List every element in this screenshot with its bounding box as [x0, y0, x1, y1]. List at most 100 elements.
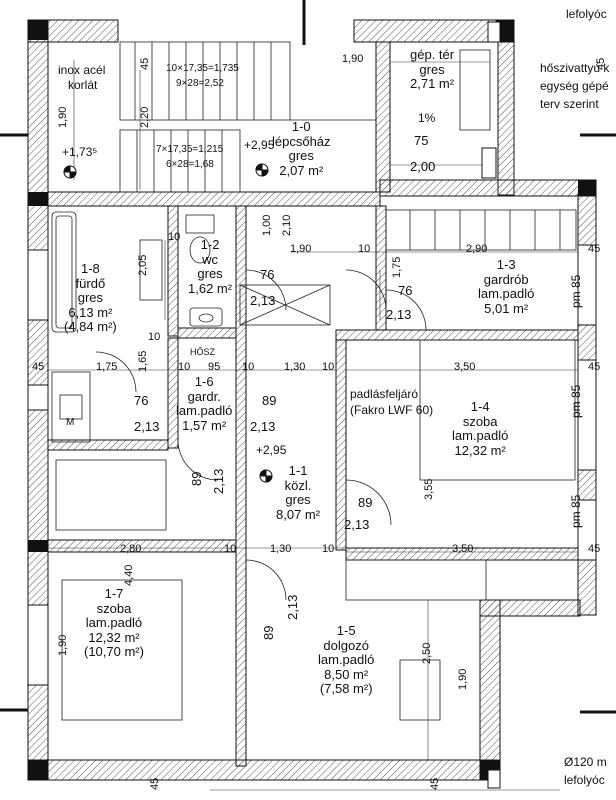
room-area: 12,32 m²	[454, 442, 506, 458]
room-gardr16-label: 1-6 gardr. lam.padló 1,57 m²	[176, 374, 232, 433]
dim-label: 1,30	[270, 543, 292, 555]
dim-label: 1,00	[261, 214, 273, 236]
room-name: lépcsőház	[272, 133, 331, 149]
dim-label: 75	[414, 133, 429, 148]
axis-marks	[0, 0, 616, 714]
dim-label: 1,90	[290, 243, 312, 255]
attic-hatch-model: (Fakro LWF 60)	[350, 403, 434, 417]
drain-note-bottom-2: lefolyóc	[564, 773, 605, 787]
dim-label: 95	[208, 361, 221, 373]
dim-label: 45	[588, 543, 601, 555]
room-floor: gres	[77, 290, 104, 306]
pm-mark-2: pm 85	[569, 384, 583, 418]
level-295-hall: +2,95	[256, 443, 287, 457]
room-number: 1-2	[200, 237, 220, 252]
room-szoba17-label: 1-7 szoba lam.padló 12,32 m² (10,70 m²)	[84, 586, 144, 660]
room-wc-label: 1-2 wc gres 1,62 m²	[188, 237, 233, 296]
dim-label: 76	[134, 393, 149, 408]
dim-label: 2,90	[466, 243, 488, 255]
pm-mark-1: pm 85	[569, 274, 583, 308]
dim-label: 2,00	[410, 159, 436, 174]
dimension-lines	[48, 60, 578, 791]
dim-label: 10	[224, 543, 237, 555]
heatpump-note-2: egység gépé	[540, 79, 609, 93]
drain-note-bottom-1: Ø120 m	[564, 755, 607, 769]
dim-label: 2,80	[120, 543, 142, 555]
room-number: 1-4	[470, 399, 490, 414]
dim-label: 76	[398, 283, 413, 298]
room-area: 2,71 m²	[410, 76, 455, 92]
dim-label: 45	[149, 777, 161, 790]
drain-note-top: lefolyóc	[566, 7, 607, 21]
room-number: 1-1	[288, 463, 308, 478]
dim-label: 89	[189, 471, 204, 486]
room-stair-label: 1-0 lépcsőház gres 2,07 m²	[272, 119, 331, 178]
room-name: közl.	[284, 477, 312, 493]
room-area: 6,13 m²	[68, 304, 113, 320]
dim-label: 1,90	[57, 634, 69, 656]
dim-label: 3,55	[423, 478, 435, 500]
room-number: 1-5	[336, 623, 356, 638]
fixtures	[51, 49, 577, 721]
room-floor: gres	[419, 61, 445, 77]
dim-label: 2,13	[344, 517, 370, 532]
room-name: szoba	[96, 600, 132, 616]
inner-walls	[47, 41, 579, 767]
room-floor: lam.padló	[318, 652, 375, 668]
room-floor: lam.padló	[478, 286, 535, 302]
dim-label: 1,30	[284, 361, 306, 373]
dim-label: 45	[595, 57, 607, 70]
room-mech-label: gép. tér gres 2,71 m²	[410, 47, 455, 92]
room-gardrob-label: 1-3 gardrób lam.padló 5,01 m²	[478, 257, 535, 316]
dim-label: 45	[32, 361, 45, 373]
dim-label: 1,90	[457, 668, 469, 690]
dim-label: 2,13	[386, 307, 412, 322]
room-name: dolgozó	[323, 637, 369, 653]
room-number: 1-3	[496, 257, 516, 272]
dim-label: 4,40	[123, 564, 135, 586]
dim-label: 10	[358, 243, 371, 255]
room-area-net: (10,70 m²)	[84, 644, 144, 660]
room-floor: gres	[285, 492, 311, 508]
dim-label: 2,13	[250, 419, 276, 434]
dim-label: 89	[262, 393, 277, 408]
dim-label: 1,90	[57, 106, 69, 128]
room-szoba14-label: 1-4 szoba lam.padló 12,32 m²	[452, 399, 508, 458]
level-symbols	[63, 163, 273, 483]
room-number: 1-8	[80, 261, 100, 276]
dim-label: 10	[242, 361, 255, 373]
room-name: fürdő	[75, 275, 106, 291]
stair-calc-2a: 7×17,35=1,215	[156, 144, 224, 155]
stair-calc-2b: 6×28=1,68	[166, 159, 214, 170]
heatpump-note-3: terv szerint	[540, 97, 599, 111]
dim-label: 1,65	[137, 350, 149, 372]
room-area: 5,01 m²	[484, 300, 529, 316]
mark-m: M	[66, 417, 75, 428]
pm-mark-3: pm 85	[569, 494, 583, 528]
dim-label: 3,50	[452, 543, 474, 555]
stair-calc-1a: 10×17,35=1,735	[166, 63, 239, 74]
dim-label: 3,50	[454, 361, 476, 373]
room-area: 1,62 m²	[188, 280, 233, 296]
dim-label: 2,13	[211, 468, 226, 494]
attic-hatch-note: padlásfeljáró	[350, 387, 419, 401]
room-area: 1,57 m²	[182, 417, 227, 433]
heat-note: HŐSZ	[190, 347, 216, 357]
slope-note: 1%	[418, 111, 436, 125]
dim-label: 2,20	[139, 106, 151, 128]
dim-label: 2,50	[421, 642, 433, 664]
room-area: 2,07 m²	[279, 162, 324, 178]
dim-label: 2,10	[281, 214, 293, 236]
room-area: 8,50 m²	[324, 666, 369, 682]
room-name: gép. tér	[410, 47, 455, 62]
drain-marks	[481, 21, 501, 789]
dim-label: 76	[260, 267, 275, 282]
stair-calc-1b: 9×28=2,52	[176, 78, 224, 89]
room-name: gardr.	[187, 388, 221, 404]
room-floor: lam.padló	[85, 615, 143, 631]
room-number: 1-0	[291, 119, 311, 134]
level-173: +1,73⁵	[62, 145, 98, 159]
dim-label: 89	[261, 625, 276, 640]
dim-label: 10	[148, 331, 161, 343]
